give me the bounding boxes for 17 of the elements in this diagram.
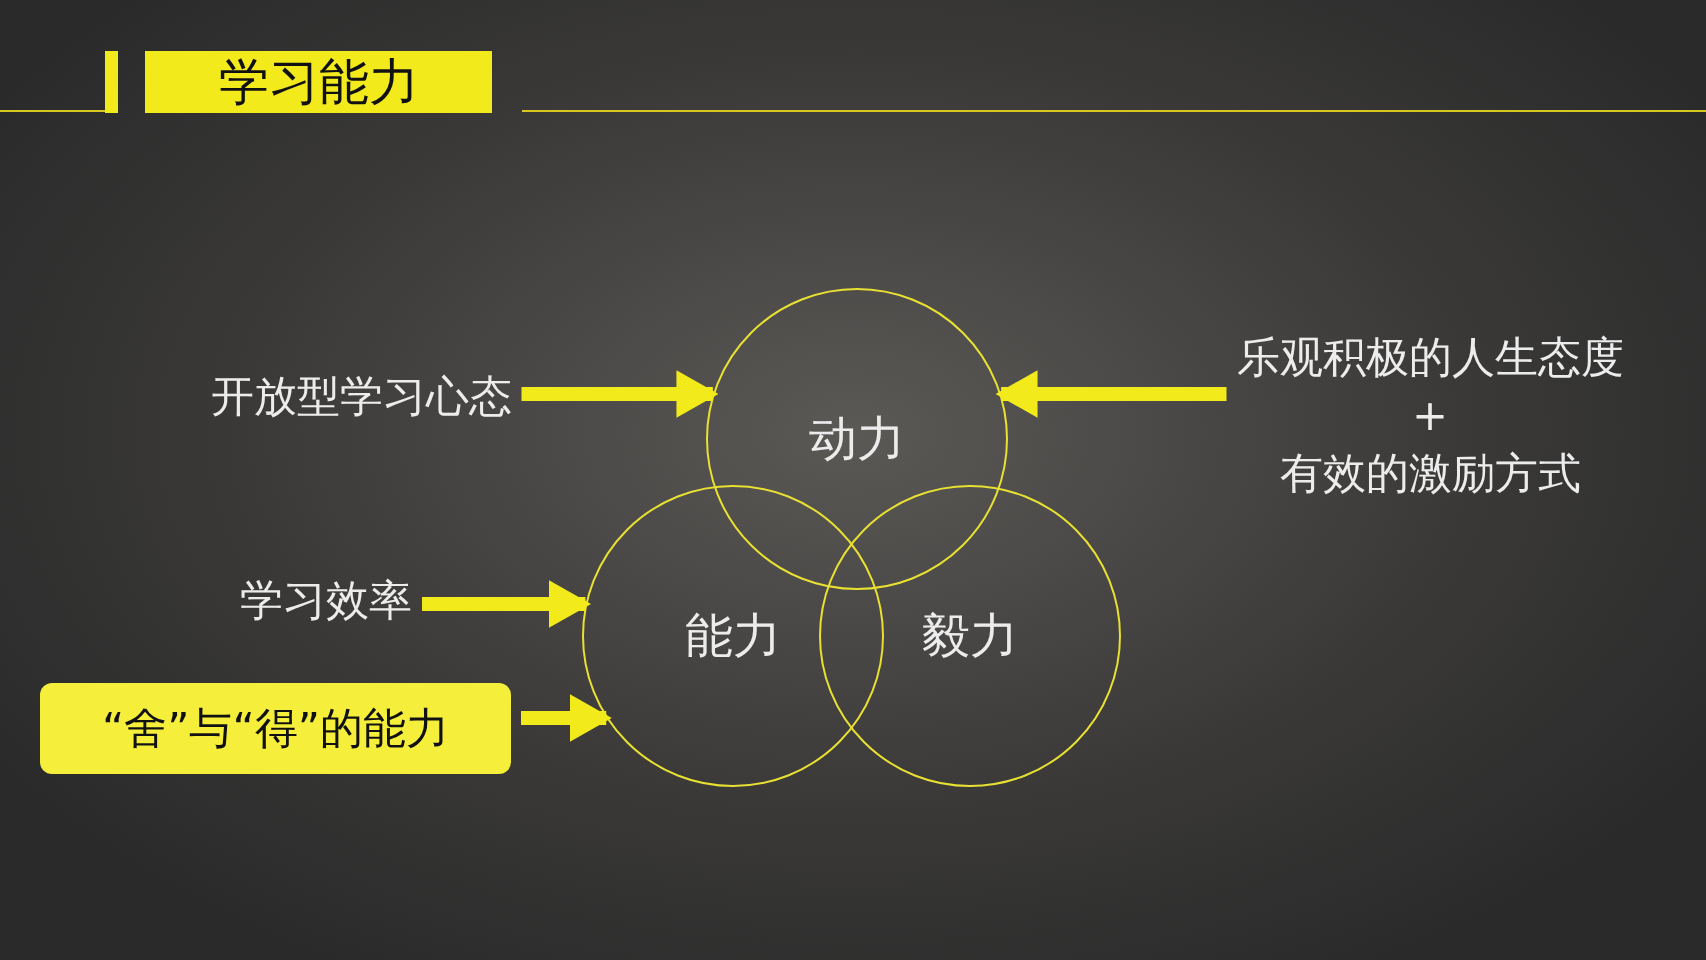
arrow <box>521 694 612 742</box>
title-banner: 学习能力 <box>145 51 492 113</box>
highlight-box: “舍”与“得”的能力 <box>40 683 511 774</box>
arrow <box>422 580 592 628</box>
circle-label: 毅力 <box>922 606 1018 665</box>
input-label: 开放型学习心态 <box>210 370 512 424</box>
circle-label: 能力 <box>685 606 781 665</box>
label-text: 有效的激励方式 <box>1278 446 1582 500</box>
label-text: 乐观积极的人生态度 <box>1236 331 1624 385</box>
venn-circle <box>582 485 884 787</box>
arrow <box>995 370 1227 418</box>
input-label: 学习效率 <box>240 574 412 628</box>
arrow <box>521 370 719 418</box>
venn-circle <box>819 485 1121 787</box>
circle-label: 动力 <box>809 409 905 468</box>
plus-sign: + <box>1411 389 1449 443</box>
venn-circle <box>706 288 1008 590</box>
